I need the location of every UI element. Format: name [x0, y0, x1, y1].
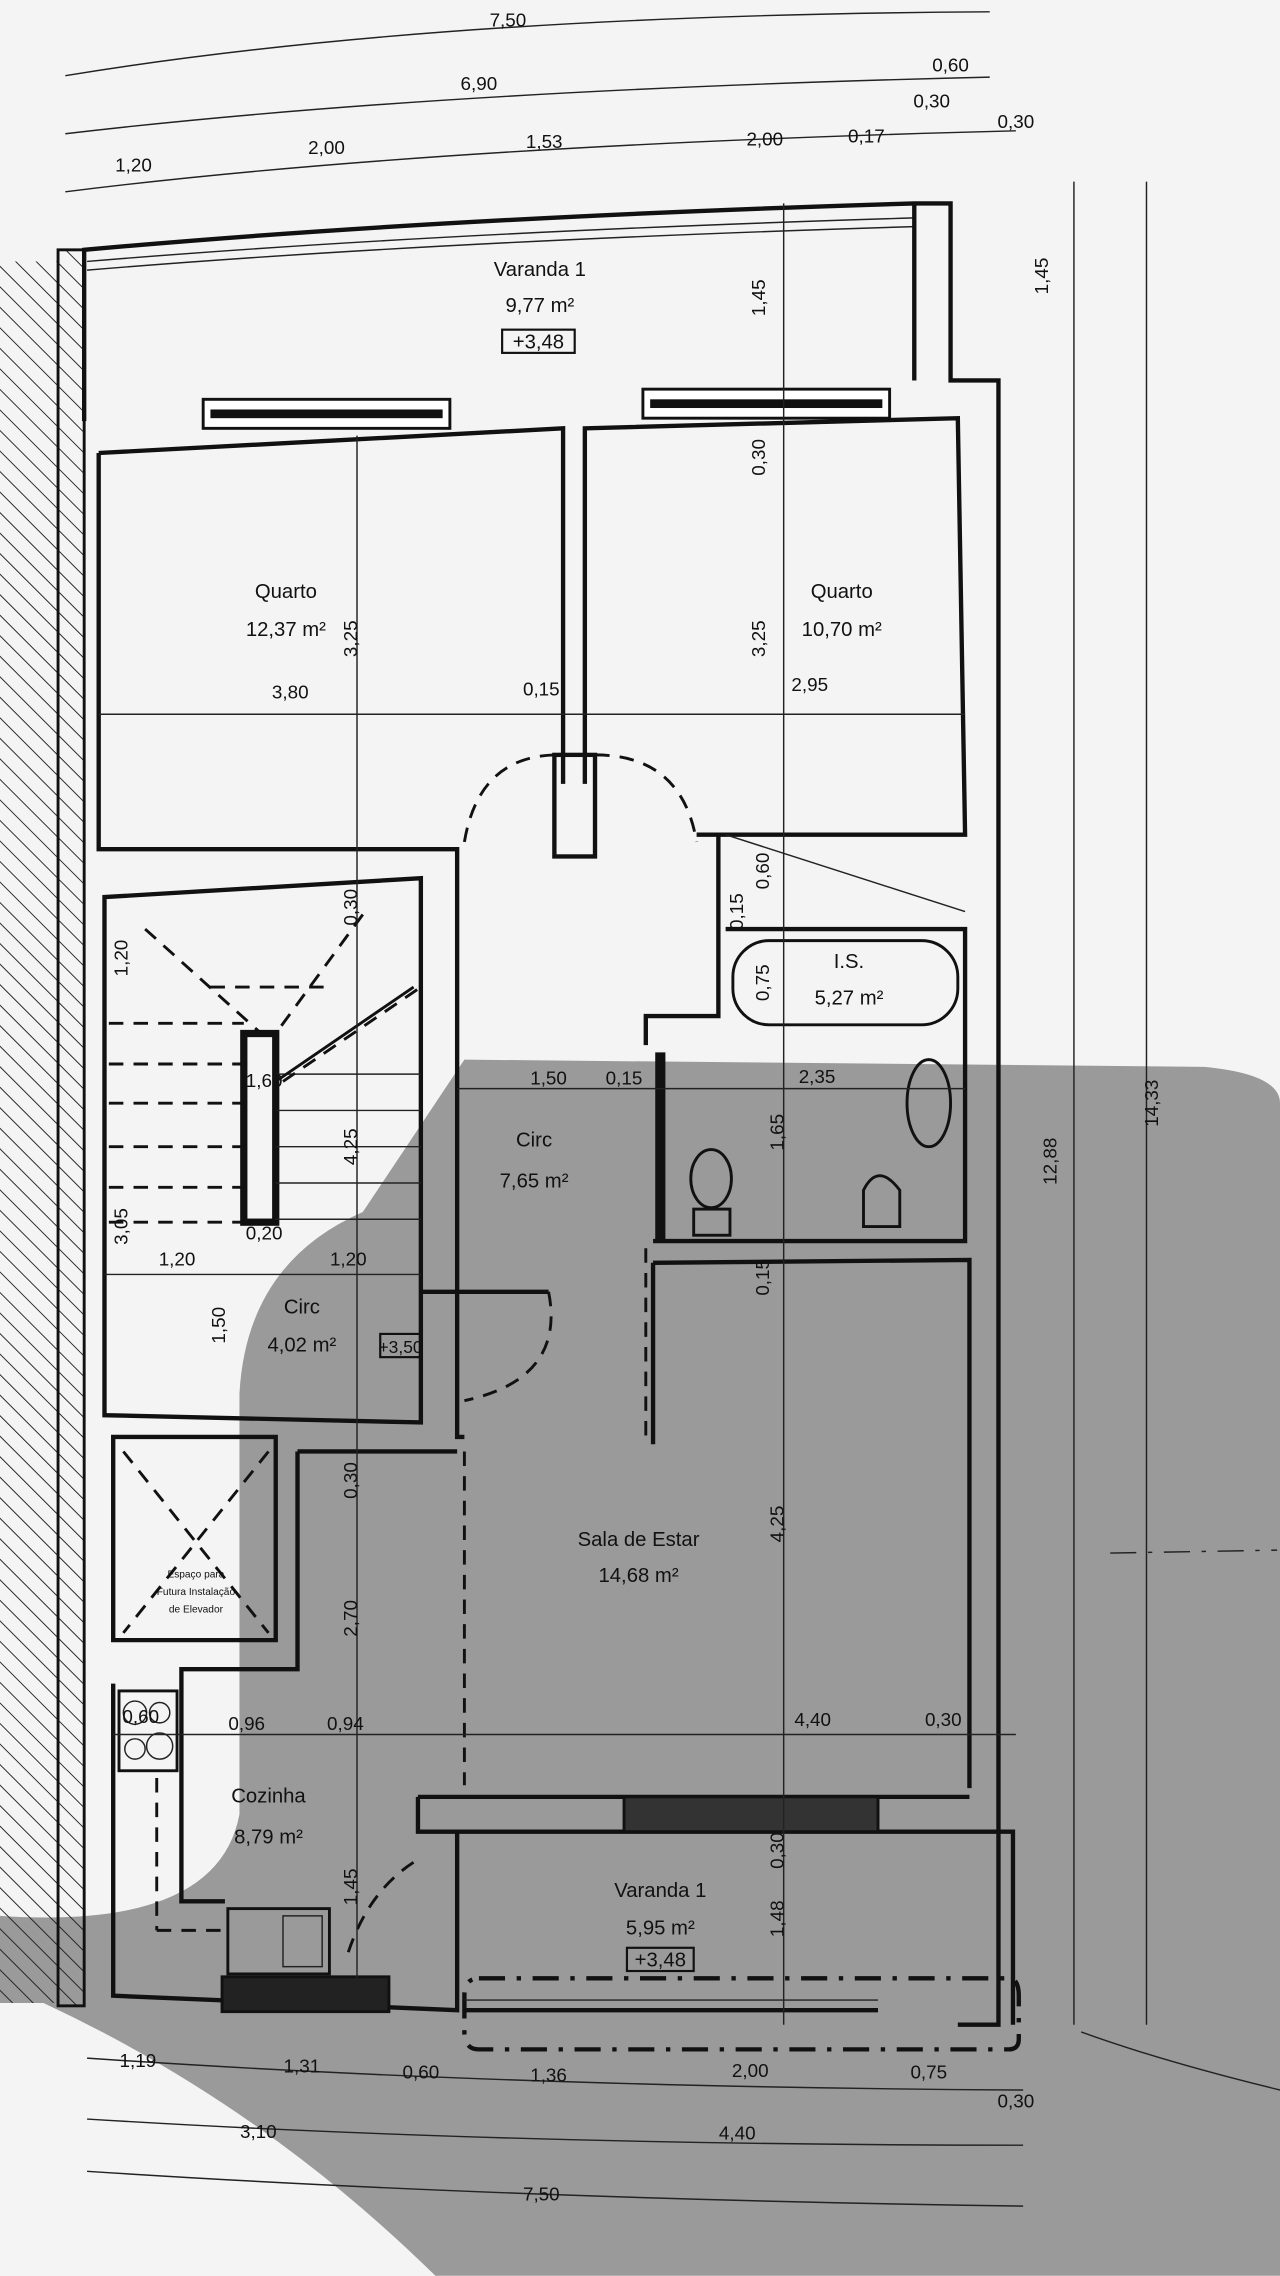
- party-wall: [56, 248, 86, 2008]
- doors: [346, 752, 699, 1953]
- dimension-label: 3,05: [111, 1208, 132, 1245]
- elevator-note: Espaço para: [167, 1570, 224, 1581]
- dimension-label: 0,96: [228, 1713, 265, 1734]
- dimension-label: 3,25: [340, 620, 361, 657]
- dimension-label: 0,17: [848, 125, 885, 146]
- dimension-label: 1,50: [530, 1067, 567, 1088]
- dimension-label: 14,33: [1141, 1080, 1162, 1127]
- dimension-label: 2,95: [791, 674, 828, 695]
- dimension-label: 0,75: [752, 964, 773, 1001]
- dimension-label: 0,94: [327, 1713, 364, 1734]
- room-name: Circ: [516, 1130, 552, 1152]
- room-name: Varanda 1: [494, 259, 586, 281]
- dimension-label: 6,90: [461, 73, 498, 94]
- top-dimension-lines: [65, 11, 1016, 193]
- room-area: 5,27 m²: [815, 987, 884, 1009]
- dimension-label: 1,20: [159, 1249, 196, 1270]
- dimension-label: 1,53: [526, 131, 563, 152]
- room-name: Quarto: [811, 581, 873, 603]
- dimension-label: 0,30: [767, 1832, 788, 1869]
- bathroom-fixtures: [689, 833, 966, 1237]
- dimension-label: 1,65: [767, 1114, 788, 1151]
- dimension-label: 0,15: [752, 1259, 773, 1296]
- dimension-label: 4,40: [794, 1709, 831, 1730]
- dimension-labels: 7,50 6,90 0,60 0,30 0,30 1,20 2,00 1,53 2,00 0,17…: [111, 9, 1162, 2204]
- neighbour-wall-hatch: [0, 261, 59, 2003]
- room-name: I.S.: [834, 951, 864, 973]
- room-area: 8,79 m²: [234, 1826, 303, 1848]
- dimension-label: 1,50: [208, 1307, 229, 1344]
- dimension-label: 12,88: [1040, 1138, 1061, 1185]
- dimension-label: 0,30: [748, 439, 769, 476]
- dimension-label: 1,20: [111, 940, 132, 977]
- level-marker: +3,48: [635, 1950, 686, 1972]
- dimension-label: 0,20: [246, 1223, 283, 1244]
- kitchen-fixtures: [117, 1689, 331, 1976]
- dimension-label: 1,45: [1031, 258, 1052, 295]
- elevator-note: de Elevador: [169, 1605, 224, 1616]
- dimension-label: 4,25: [340, 1128, 361, 1165]
- room-name: Varanda 1: [614, 1880, 706, 1902]
- dimension-label: 2,00: [746, 128, 783, 149]
- staircase: [108, 913, 422, 1226]
- dimension-label: 0,30: [925, 1709, 962, 1730]
- dimension-label: 0,30: [340, 1462, 361, 1499]
- dimension-label: 1,45: [748, 279, 769, 316]
- dimension-label: 1,20: [115, 154, 152, 175]
- level-marker: +3,48: [513, 332, 564, 354]
- dimension-label: 0,15: [523, 678, 560, 699]
- walls: [81, 201, 1021, 2052]
- dimension-label: 1,19: [120, 2050, 157, 2071]
- room-labels: Varanda 1 9,77 m² +3,48 Quarto 12,37 m² …: [157, 259, 884, 1973]
- room-area: 9,77 m²: [505, 295, 574, 317]
- dimension-label: 1,45: [340, 1868, 361, 1905]
- room-area: 4,02 m²: [267, 1334, 336, 1356]
- dimension-label: 2,35: [799, 1066, 836, 1087]
- dimension-label: 0,30: [340, 889, 361, 926]
- internal-dimension-lines: [98, 203, 1016, 2025]
- dimension-label: 4,40: [719, 2122, 756, 2143]
- dimension-label: 2,00: [308, 137, 345, 158]
- room-name: Circ: [284, 1297, 320, 1319]
- room-name: Quarto: [255, 581, 317, 603]
- dimension-label: 3,10: [240, 2121, 277, 2142]
- dimension-label: 7,50: [490, 9, 527, 30]
- dimension-label: 2,00: [732, 2060, 769, 2081]
- dimension-label: 0,75: [910, 2061, 947, 2082]
- dimension-label: 1,20: [330, 1249, 367, 1270]
- dimension-label: 1,48: [767, 1900, 788, 1937]
- room-area: 10,70 m²: [802, 619, 882, 641]
- dimension-label: 0,60: [122, 1706, 159, 1727]
- windows: [201, 387, 892, 2014]
- dimension-label: 0,30: [913, 91, 950, 112]
- elevator-note: Futura Instalação: [157, 1587, 236, 1598]
- room-name: Sala de Estar: [578, 1529, 700, 1551]
- dimension-label: 7,50: [523, 2183, 560, 2204]
- dimension-label: 0,15: [606, 1067, 643, 1088]
- elevator-shaft: [122, 1450, 270, 1634]
- dimension-label: 1,60: [246, 1070, 283, 1091]
- dimension-label: 3,25: [748, 620, 769, 657]
- room-area: 14,68 m²: [598, 1565, 678, 1587]
- room-area: 12,37 m²: [246, 619, 326, 641]
- room-area: 5,95 m²: [626, 1918, 695, 1940]
- bottom-dimension-lines: [87, 181, 1280, 2207]
- photo-shadow: [0, 1059, 1280, 2276]
- dimension-label: 0,60: [932, 54, 969, 75]
- dimension-label: 1,36: [530, 2064, 567, 2085]
- dimension-label: 4,25: [767, 1506, 788, 1543]
- dimension-label: 0,60: [752, 853, 773, 890]
- dimension-label: 0,30: [998, 111, 1035, 132]
- dimension-label: 0,15: [726, 893, 747, 930]
- dimension-label: 0,30: [998, 2090, 1035, 2111]
- level-marker: +3,50: [379, 1337, 423, 1357]
- room-name: Cozinha: [231, 1786, 306, 1808]
- dimension-label: 2,70: [340, 1600, 361, 1637]
- dimension-label: 3,80: [272, 681, 309, 702]
- room-area: 7,65 m²: [500, 1170, 569, 1192]
- dimension-label: 0,60: [403, 2061, 440, 2082]
- dimension-label: 1,31: [284, 2056, 321, 2077]
